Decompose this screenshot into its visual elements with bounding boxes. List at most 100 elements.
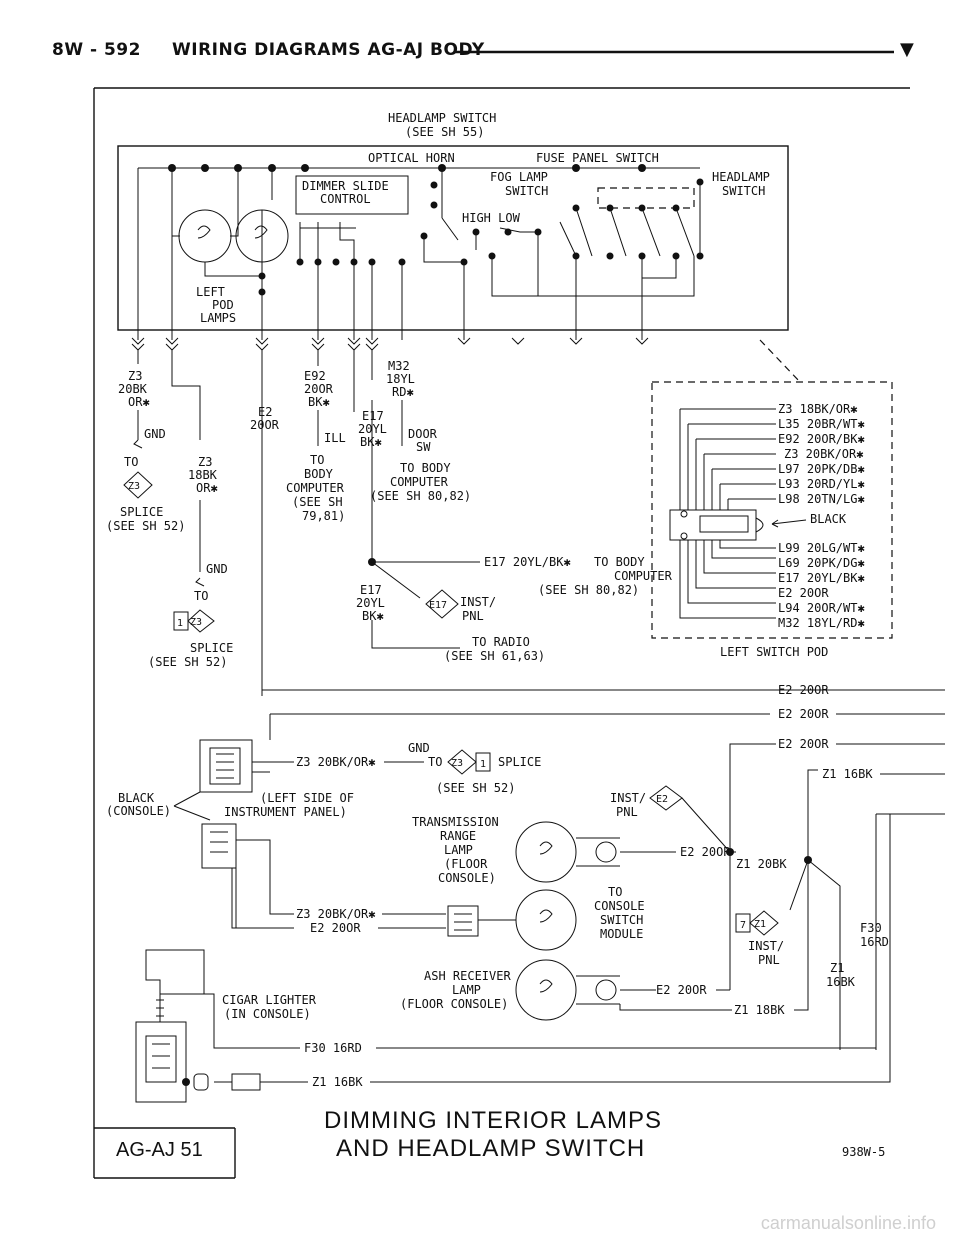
- e17-badge: E17: [429, 600, 447, 611]
- pod-lamp-bulb: [178, 209, 232, 263]
- console-connector: [199, 739, 253, 793]
- switch-output-wires: [137, 168, 701, 340]
- left-pod-label: LEFT: [196, 285, 225, 299]
- cigar-lighter-frame: [135, 1021, 187, 1103]
- headlamp-switch-label: HEADLAMP: [712, 170, 770, 184]
- node: [606, 252, 614, 260]
- fuse-panel-switch-label: FUSE PANEL SWITCH: [536, 151, 659, 165]
- m32-color: RD✱: [392, 385, 414, 399]
- headlamp-switch-box: [117, 145, 789, 331]
- e17-branch: [371, 561, 421, 599]
- see-sh52: (SEE SH 52): [436, 781, 515, 795]
- inst-pnl-e2-label-2: PNL: [616, 805, 638, 819]
- node: [472, 228, 480, 236]
- inst-pnl-z1: INST/: [748, 939, 784, 953]
- splice-badge: Z3: [190, 617, 202, 628]
- z1-16bk-run: [807, 769, 945, 860]
- cigar-lighter-inner: [145, 1035, 177, 1083]
- black-arrow: [771, 519, 807, 528]
- console-switch-wires: [378, 913, 446, 929]
- watermark: carmanualsonline.info: [760, 1213, 936, 1233]
- pod-wire: L69 20PK/DG✱: [778, 556, 865, 570]
- lamp-socket: [595, 841, 617, 863]
- transmission-lamp-bulb: [515, 821, 577, 883]
- inst-pnl-diamond: [425, 589, 459, 619]
- cigar-lighter-plug: [193, 1073, 209, 1091]
- e17-b-color: BK✱: [362, 609, 384, 623]
- diagram-title-2: AND HEADLAMP SWITCH: [336, 1135, 645, 1162]
- f30-16rd-right: F30: [860, 921, 882, 935]
- transmission-label-5: CONSOLE): [438, 871, 496, 885]
- page-number: 8W - 592: [52, 40, 141, 60]
- to-body-c-3: (SEE SH 80,82): [538, 583, 639, 597]
- z3-wire-color: OR✱: [128, 395, 150, 409]
- black-label: BLACK: [810, 512, 847, 526]
- console-switch-connector: [447, 905, 479, 937]
- high-low-wires: [423, 232, 695, 297]
- z1-diamond: [749, 910, 779, 936]
- e17-label: E17: [362, 409, 384, 423]
- console-connector-pins: [454, 913, 516, 931]
- to-body-a-4: (SEE SH: [292, 495, 343, 509]
- e92-gauge: 20OR: [304, 382, 334, 396]
- pod-wires-bottom: [679, 540, 776, 619]
- pod-connector: [669, 509, 757, 541]
- bulb-filament: [539, 979, 553, 993]
- headlamp-switch-contacts: [559, 207, 695, 257]
- z3-or-label: Z3 20BK/OR✱: [296, 755, 375, 769]
- pod-wire: M32 18YL/RD✱: [778, 616, 865, 630]
- f30-16rd-right-2: 16RD: [860, 935, 889, 949]
- left-switch-pod-caption: LEFT SWITCH POD: [720, 645, 828, 659]
- node: [504, 228, 512, 236]
- diagram-title: DIMMING INTERIOR LAMPS: [324, 1107, 662, 1134]
- pod-wire: L99 20LG/WT✱: [778, 541, 865, 555]
- left-side-label-2: INSTRUMENT PANEL): [224, 805, 347, 819]
- pod-wire: E92 20OR/BK✱: [778, 432, 865, 446]
- z1-20bk: Z1 20BK: [736, 857, 787, 871]
- gnd-symbol: [133, 439, 143, 449]
- e2-20or-mid: E2 20OR: [680, 845, 731, 859]
- pod-lamp-wires: [171, 168, 273, 290]
- to2-label: TO: [194, 589, 208, 603]
- z1-18bk: Z1 18BK: [734, 1003, 785, 1017]
- inst-pnl-e2-label: INST/: [610, 791, 646, 805]
- e17-b-gauge: 20YL: [356, 596, 385, 610]
- pod-wire: L93 20RD/YL✱: [778, 477, 865, 491]
- cigar-wires: [204, 993, 308, 1083]
- bulb-filament: [539, 841, 553, 855]
- pod-wire: E17 20YL/BK✱: [778, 571, 865, 585]
- z1-16bk: Z1 16BK: [312, 1075, 363, 1089]
- pnl-label: PNL: [462, 609, 484, 623]
- node: [430, 181, 438, 189]
- e17-gauge: 20YL: [358, 422, 387, 436]
- splice-label: SPLICE: [498, 755, 541, 769]
- to-console-3: SWITCH: [600, 913, 643, 927]
- cigar-connector: [231, 1073, 261, 1091]
- e2-run-3: [729, 743, 945, 990]
- pod-connector-hole: [680, 532, 688, 540]
- bus-node: [201, 164, 209, 172]
- left-side-label: (LEFT SIDE OF: [260, 791, 354, 805]
- splice-diamond: [123, 471, 153, 499]
- cigar-lighter-body: [145, 949, 205, 995]
- left-pod-label-3: LAMPS: [200, 311, 236, 325]
- to-console: TO: [608, 885, 622, 899]
- transmission-lamp-wires: [576, 837, 676, 867]
- e2-badge: E2: [656, 794, 668, 805]
- to-label: TO: [428, 755, 442, 769]
- e2-right-label: E2 20OR: [778, 683, 829, 697]
- to-console-4: MODULE: [600, 927, 643, 941]
- page-code: AG-AJ 51: [116, 1139, 203, 1161]
- console-lamp-bulb: [515, 889, 577, 951]
- header-rule: [454, 50, 894, 54]
- black-console-label: BLACK: [118, 791, 155, 805]
- switch-title: HEADLAMP SWITCH: [388, 111, 496, 125]
- bulb-filaments: [197, 225, 268, 239]
- e2-20or-label-2: E2 20OR: [310, 921, 361, 935]
- to-body-c-2: COMPUTER: [614, 569, 673, 583]
- to-body-b: TO BODY: [400, 461, 451, 475]
- gnd2-label: GND: [206, 562, 228, 576]
- ill-label: ILL: [324, 431, 346, 445]
- bus-node: [301, 164, 309, 172]
